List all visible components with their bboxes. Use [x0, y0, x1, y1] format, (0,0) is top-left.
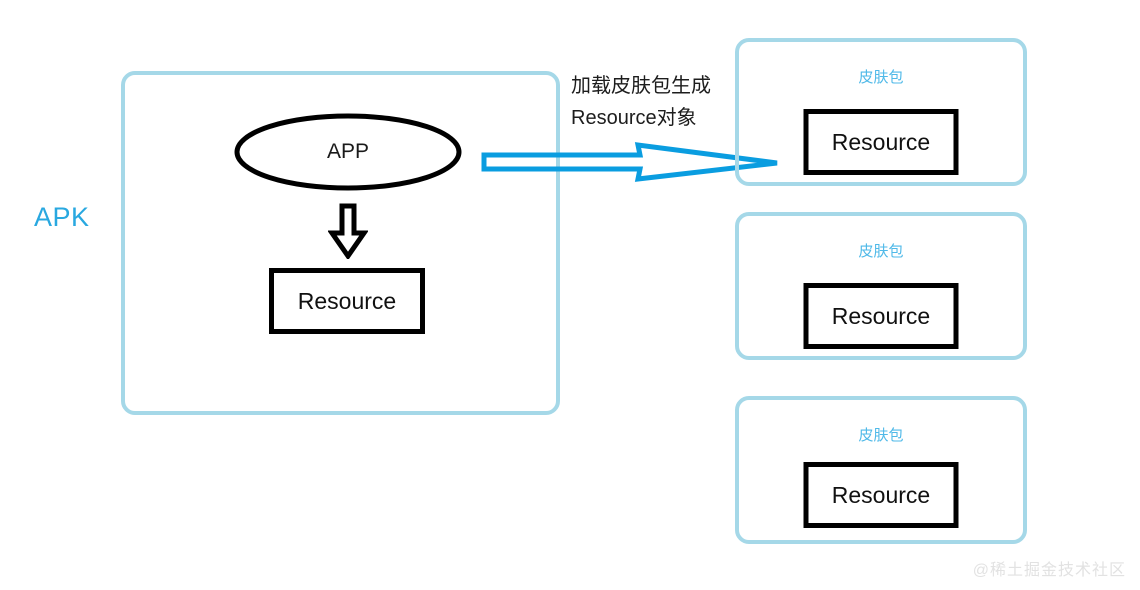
flow-annotation-line-2: Resource对象: [571, 107, 697, 129]
skin-package-box-1: 皮肤包 Resource: [735, 38, 1027, 186]
skin-package-title-2: 皮肤包: [858, 243, 904, 260]
skin-resource-label-1: Resource: [831, 128, 931, 155]
apk-container-box: [121, 71, 560, 415]
app-node: APP: [233, 112, 463, 192]
skin-resource-box-1: Resource: [803, 109, 959, 175]
skin-resource-box-2: Resource: [803, 283, 959, 349]
app-ellipse-icon: [234, 113, 462, 191]
skin-package-title-3: 皮肤包: [858, 427, 904, 444]
skin-resource-box-3: Resource: [803, 462, 959, 528]
apk-resource-box: Resource: [269, 268, 425, 334]
flow-annotation-line-1: 加载皮肤包生成: [571, 75, 711, 97]
skin-package-box-2: 皮肤包 Resource: [735, 212, 1027, 360]
down-block-arrow-icon: [328, 203, 368, 259]
app-node-label: APP: [326, 140, 370, 163]
apk-label: APK: [34, 202, 90, 232]
apk-resource-label: Resource: [297, 287, 397, 314]
skin-resource-label-2: Resource: [831, 302, 931, 329]
watermark: @稀土掘金技术社区: [972, 562, 1126, 579]
skin-resource-label-3: Resource: [831, 481, 931, 508]
right-outline-arrow-icon: [478, 140, 783, 184]
skin-package-box-3: 皮肤包 Resource: [735, 396, 1027, 544]
flow-annotation: 加载皮肤包生成 Resource对象: [571, 70, 771, 134]
skin-package-title-1: 皮肤包: [858, 69, 904, 86]
